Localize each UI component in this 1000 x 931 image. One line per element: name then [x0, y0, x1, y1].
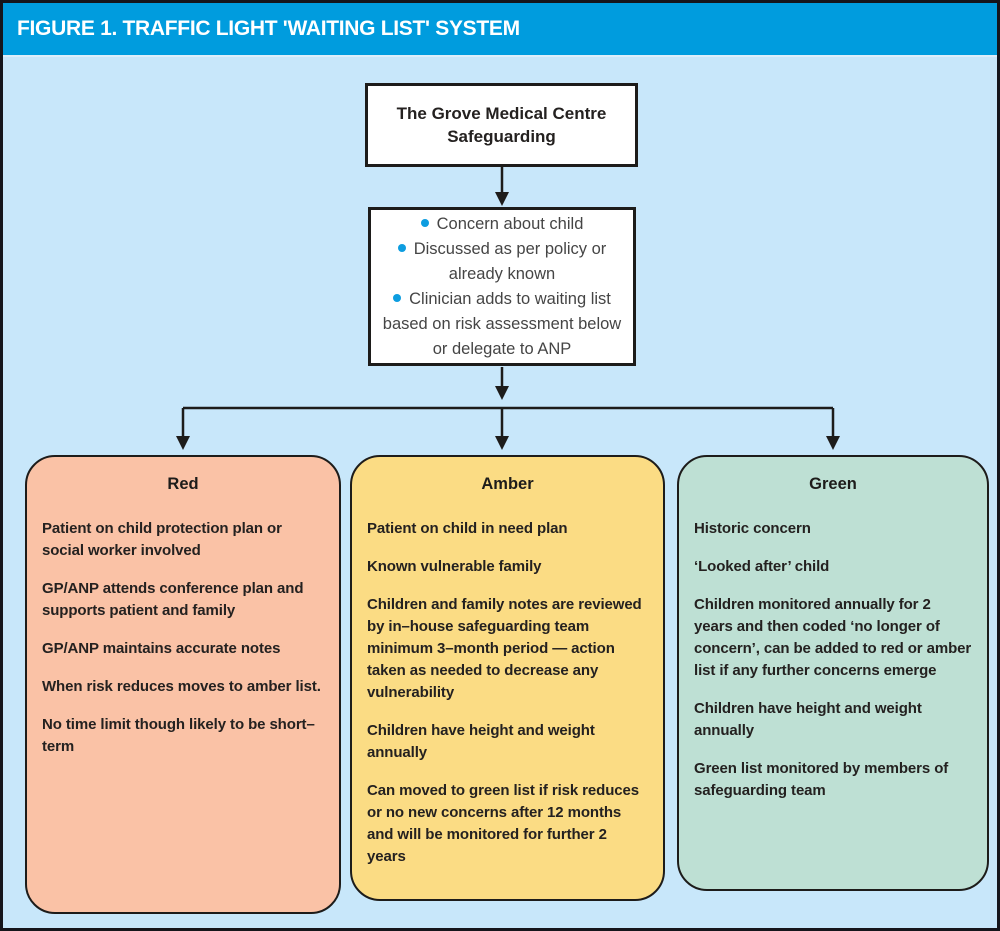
green-list-paragraph: Historic concern	[694, 520, 811, 537]
root-box-grove-medical-centre: The Grove Medical Centre Safeguarding	[365, 83, 638, 167]
bullet-text: Discussed as per policy or already known	[413, 239, 607, 283]
red-list-box: Red Patient on child protection plan or …	[25, 455, 341, 914]
list-item: Discussed as per policy or already known	[377, 237, 627, 287]
red-list-paragraph: GP/ANP maintains accurate notes	[42, 640, 281, 657]
root-box-label: The Grove Medical Centre Safeguarding	[396, 104, 607, 146]
red-list-paragraph: No time limit though likely to be short–…	[42, 716, 315, 755]
amber-list-paragraph: Known vulnerable family	[367, 558, 542, 575]
bullet-text: Clinician adds to waiting list based on …	[382, 289, 622, 358]
list-item: Clinician adds to waiting list based on …	[377, 287, 627, 362]
red-list-header: Red	[167, 475, 199, 493]
amber-list-box: Amber Patient on child in need plan Know…	[350, 455, 665, 901]
figure-title-bar: FIGURE 1. TRAFFIC LIGHT 'WAITING LIST' S…	[3, 3, 997, 57]
amber-list-paragraph: Children and family notes are reviewed b…	[367, 596, 642, 701]
amber-list-paragraph: Children have height and weight annually	[367, 722, 595, 761]
green-list-paragraph: Children monitored annually for 2 years …	[694, 596, 972, 679]
green-list-paragraph: Green list monitored by members of safeg…	[694, 760, 949, 799]
process-box-triage-steps: Concern about child Discussed as per pol…	[368, 207, 636, 366]
red-list-paragraph: When risk reduces moves to amber list.	[42, 678, 321, 695]
amber-list-paragraph: Can moved to green list if risk reduces …	[367, 782, 640, 865]
figure-title: FIGURE 1. TRAFFIC LIGHT 'WAITING LIST' S…	[17, 17, 520, 40]
list-item: Concern about child	[377, 212, 627, 237]
green-list-box: Green Historic concern ‘Looked after’ ch…	[677, 455, 989, 891]
green-list-paragraph: Children have height and weight annually	[694, 700, 922, 739]
green-list-header: Green	[809, 475, 857, 493]
amber-list-paragraph: Patient on child in need plan	[367, 520, 568, 537]
bullet-dot-icon	[420, 218, 429, 227]
bullet-dot-icon	[397, 243, 406, 252]
red-list-paragraph: GP/ANP attends conference plan and suppo…	[42, 580, 304, 619]
bullet-text: Concern about child	[436, 214, 584, 233]
bullet-dot-icon	[393, 293, 402, 302]
amber-list-header: Amber	[481, 475, 534, 493]
red-list-paragraph: Patient on child protection plan or soci…	[42, 520, 282, 559]
green-list-paragraph: ‘Looked after’ child	[694, 558, 830, 575]
